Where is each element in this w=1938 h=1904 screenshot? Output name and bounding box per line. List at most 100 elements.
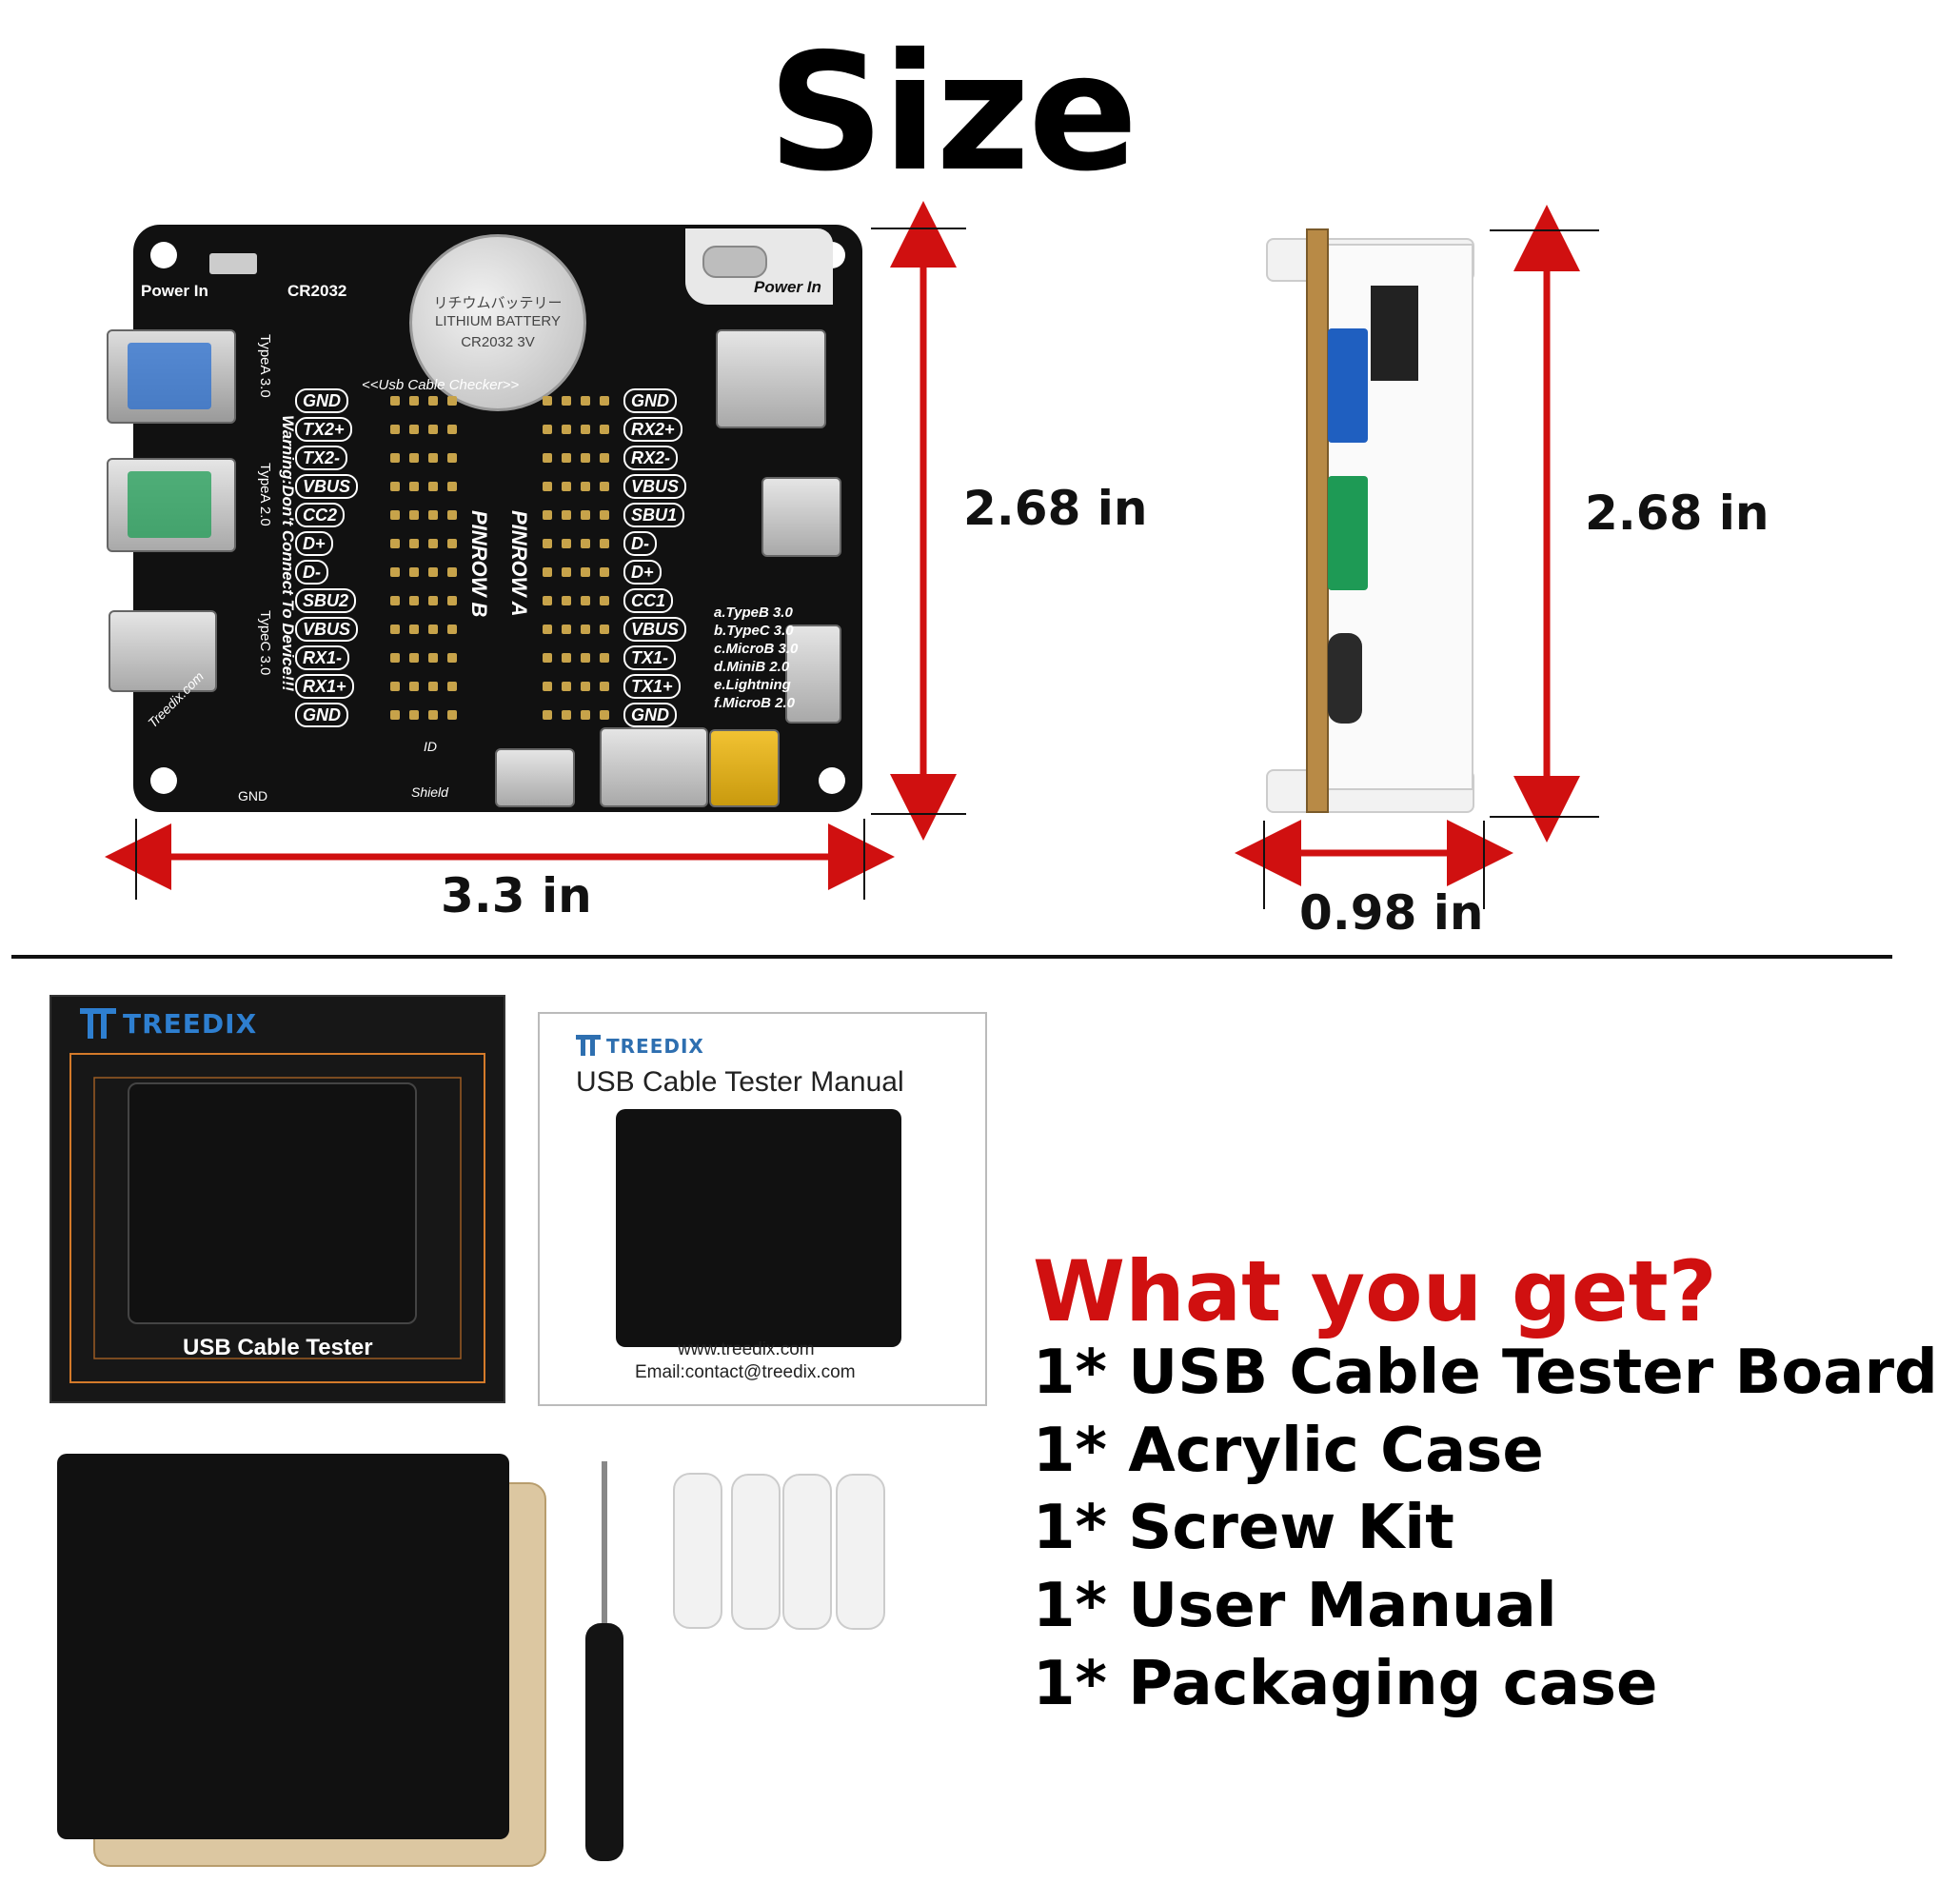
- manual-board-image: [616, 1109, 901, 1347]
- typea30-label: TypeA 3.0: [257, 334, 273, 398]
- power-in-label-left: Power In: [141, 282, 208, 300]
- legend-item: e.Lightning: [714, 677, 791, 693]
- pin-label: D+: [295, 531, 333, 556]
- led-pad: [390, 453, 400, 463]
- what-you-get-heading: What you get?: [1033, 1242, 1717, 1340]
- led-pad: [447, 567, 457, 577]
- led-pad: [581, 539, 590, 548]
- led-pad: [543, 453, 552, 463]
- led-pad: [447, 625, 457, 634]
- pin-label: GND: [295, 703, 348, 727]
- box-board-image: [128, 1082, 417, 1324]
- package-item: 1* Acrylic Case: [1033, 1416, 1544, 1486]
- led-pad: [600, 567, 609, 577]
- width-label: 3.3 in: [441, 868, 592, 923]
- led-pad: [562, 710, 571, 720]
- pin-label: GND: [623, 703, 677, 727]
- port-block-side: [1371, 286, 1418, 381]
- led-pad: [581, 482, 590, 491]
- legend-item: c.MicroB 3.0: [714, 641, 799, 657]
- led-pad: [447, 710, 457, 720]
- checker-label: <<Usb Cable Checker>>: [362, 377, 520, 393]
- led-pad: [600, 653, 609, 663]
- led-pad: [409, 653, 419, 663]
- pin-label: D+: [623, 560, 662, 585]
- led-pad: [600, 453, 609, 463]
- power-switch[interactable]: [209, 253, 257, 274]
- pin-label: TX1-: [623, 645, 677, 670]
- microb30-port[interactable]: [785, 625, 841, 724]
- typeb30-port[interactable]: [716, 329, 826, 428]
- led-pad: [390, 510, 400, 520]
- led-pad: [600, 710, 609, 720]
- typec30-label: TypeC 3.0: [257, 610, 273, 676]
- typec30-b-port[interactable]: [761, 477, 841, 557]
- screwdriver-shaft: [602, 1461, 607, 1623]
- led-pad: [447, 425, 457, 434]
- box-label: USB Cable Tester: [183, 1335, 373, 1360]
- pin-label: SBU2: [295, 588, 357, 613]
- led-pad: [428, 653, 438, 663]
- led-pad: [428, 539, 438, 548]
- usb-a20-side: [1328, 476, 1368, 590]
- package-item: 1* User Manual: [1033, 1571, 1557, 1641]
- power-typec-port[interactable]: [702, 246, 767, 278]
- pin-label: GND: [295, 388, 348, 413]
- led-pad: [562, 682, 571, 691]
- depth-label: 0.98 in: [1299, 885, 1484, 941]
- led-pad: [447, 539, 457, 548]
- battery-text: LITHIUM BATTERY: [435, 313, 561, 329]
- usb-a30-port[interactable]: [107, 329, 236, 424]
- box-circuit-lines: [51, 997, 504, 1401]
- usb-a30-insert: [128, 343, 211, 409]
- led-pad: [447, 482, 457, 491]
- led-pad: [447, 596, 457, 605]
- led-pad: [390, 596, 400, 605]
- led-pad: [447, 396, 457, 406]
- led-pad: [428, 682, 438, 691]
- pin-label: D-: [295, 560, 328, 585]
- led-pad: [390, 425, 400, 434]
- usb-c30-port[interactable]: [109, 610, 217, 692]
- package-item: 1* Screw Kit: [1033, 1493, 1454, 1563]
- pinrow-a-label: PINROW A: [507, 510, 531, 617]
- led-pad: [600, 625, 609, 634]
- pin-label: TX1+: [623, 674, 681, 699]
- led-pad: [428, 510, 438, 520]
- led-pad: [562, 396, 571, 406]
- pin-label: TX2+: [295, 417, 352, 442]
- pin-label: D-: [623, 531, 657, 556]
- height-label-side: 2.68 in: [1585, 486, 1770, 541]
- typea20-label: TypeA 2.0: [257, 463, 273, 526]
- microb20-port[interactable]: [495, 748, 575, 807]
- id-label: ID: [424, 739, 437, 754]
- pin-label: RX2+: [623, 417, 682, 442]
- pin-label: GND: [623, 388, 677, 413]
- led-pad: [543, 539, 552, 548]
- standoff-4: [836, 1474, 885, 1630]
- led-pad: [581, 453, 590, 463]
- pin-label: RX1-: [295, 645, 350, 670]
- led-pad: [600, 396, 609, 406]
- usb-a20-port[interactable]: [107, 458, 236, 552]
- minib20-port[interactable]: [709, 729, 780, 807]
- power-in-port-area: Power In: [685, 228, 833, 305]
- usb-c-side: [1328, 633, 1362, 724]
- legend-item: f.MicroB 2.0: [714, 695, 796, 711]
- led-pad: [581, 596, 590, 605]
- page-title: Size: [767, 19, 1138, 208]
- lightning-port[interactable]: [600, 727, 708, 807]
- standoff-1: [673, 1473, 722, 1629]
- led-pad: [581, 710, 590, 720]
- led-pad: [390, 482, 400, 491]
- led-pad: [562, 539, 571, 548]
- pin-label: VBUS: [295, 617, 359, 642]
- led-pad: [543, 425, 552, 434]
- led-pad: [390, 653, 400, 663]
- led-pad: [409, 453, 419, 463]
- led-pad: [600, 539, 609, 548]
- led-pad: [581, 653, 590, 663]
- led-pad: [390, 682, 400, 691]
- manual-email: Email:contact@treedix.com: [635, 1362, 856, 1382]
- led-pad: [428, 596, 438, 605]
